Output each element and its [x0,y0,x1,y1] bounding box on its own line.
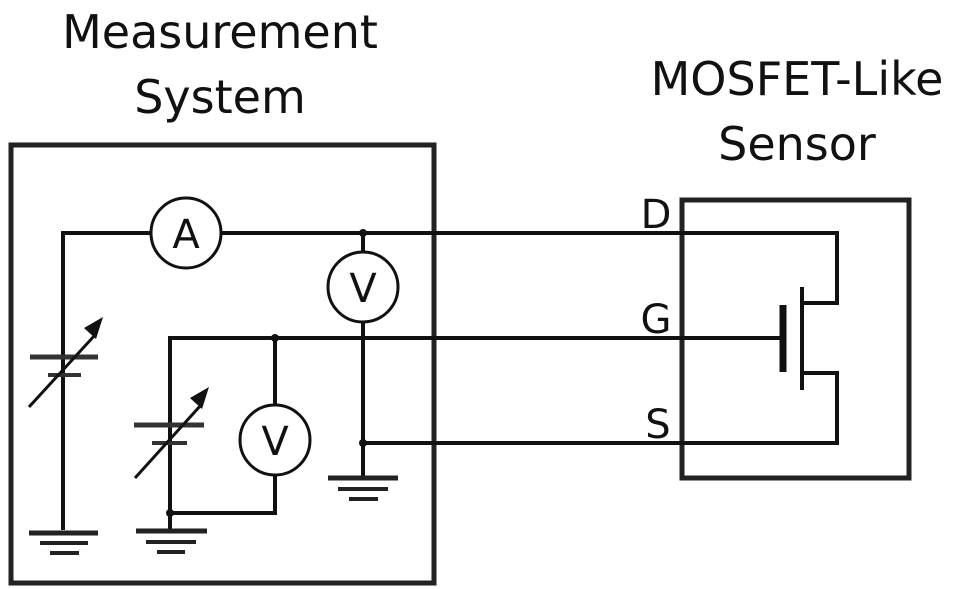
measurement-system-title-line1: Measurement [62,5,378,59]
voltmeter-symbol: V [261,419,289,465]
gate-voltmeter-branch [166,334,279,517]
sensor-title-line2: Sensor [718,117,876,171]
voltmeter-circle [238,403,312,477]
drain-source-voltmeter-branch [359,229,367,478]
source-wire [363,371,839,445]
voltmeter-drain-source: V [326,250,400,324]
pin-label-gate: G [641,297,672,343]
ground-icon [328,475,398,501]
junction-dot [359,229,367,237]
adjust-arrow-shaft [27,333,97,409]
adjust-arrow-head [190,387,209,409]
pin-label-drain: D [641,192,672,238]
junction-dot [271,334,279,342]
adjust-arrow-head [84,317,103,339]
drain-wire [61,231,839,400]
junction-dot [166,509,174,517]
mosfet-icon [779,287,804,390]
pin-label-source: S [645,402,670,448]
measurement-system-box [8,142,437,586]
ammeter: A [149,196,223,270]
junction-dot [359,439,367,447]
voltmeter-circle [326,250,400,324]
variable-voltage-source-drain [27,317,103,530]
adjust-arrow-shaft [133,403,203,480]
sensor-title-line1: MOSFET-Like [651,52,944,106]
voltmeter-gate: V [238,403,312,477]
ground-icon [136,528,207,554]
ammeter-circle [149,196,223,270]
measurement-system-title-line2: System [134,70,306,124]
ammeter-symbol: A [172,212,200,258]
voltmeter-symbol: V [349,266,377,312]
ground-icon [29,530,98,555]
variable-voltage-source-gate [133,338,209,530]
